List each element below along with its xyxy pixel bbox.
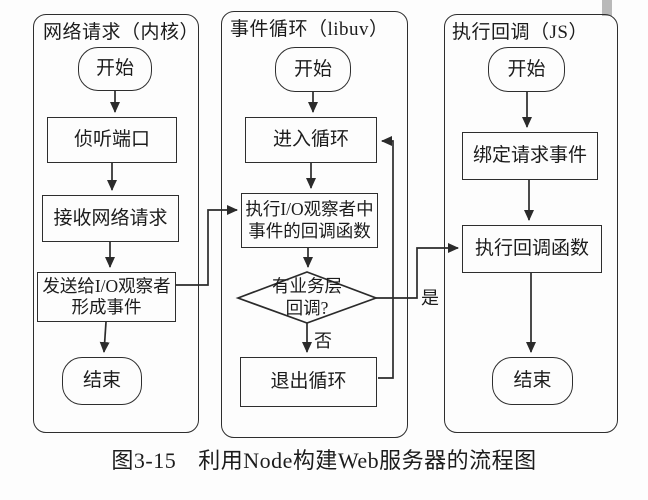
arrow-exit-loop-back-to-enter bbox=[378, 136, 394, 379]
node-bind-request-event: 绑定请求事件 bbox=[462, 132, 598, 180]
node-exit-loop: 退出循环 bbox=[240, 357, 377, 407]
panel-title-network-kernel: 网络请求（内核） bbox=[43, 22, 200, 43]
node-start-loop: 开始 bbox=[275, 47, 351, 92]
panel-title-execute-callback: 执行回调（JS） bbox=[452, 22, 588, 43]
panel-title-event-loop: 事件循环（libuv） bbox=[230, 19, 389, 40]
label-no: 否 bbox=[314, 331, 332, 351]
node-listen-port: 侦听端口 bbox=[47, 117, 177, 163]
node-exec-callback: 执行回调函数 bbox=[462, 225, 602, 273]
figure-number: 图3-15 bbox=[111, 448, 177, 473]
arrow-send-to-end bbox=[99, 321, 110, 353]
panel-execute-callback bbox=[444, 14, 618, 433]
decision-diamond-shape bbox=[235, 271, 379, 324]
node-receive-request: 接收网络请求 bbox=[42, 195, 179, 242]
panel-network-kernel bbox=[33, 14, 199, 433]
arrow-send-to-exec-io-cross bbox=[176, 205, 238, 286]
scan-artifact bbox=[602, 0, 612, 16]
node-start-kernel: 开始 bbox=[78, 47, 152, 91]
node-enter-loop: 进入循环 bbox=[245, 117, 377, 163]
figure-title: 利用Node构建Web服务器的流程图 bbox=[198, 448, 537, 473]
node-decision-business-callback: 有业务层 回调? bbox=[272, 276, 342, 318]
panel-event-loop bbox=[221, 11, 408, 438]
node-send-io-observer: 发送给I/O观察者 形成事件 bbox=[37, 272, 176, 322]
node-start-js: 开始 bbox=[488, 47, 565, 92]
figure-caption: 图3-15 利用Node构建Web服务器的流程图 bbox=[0, 443, 648, 475]
arrow-decision-yes-to-exec-cb-cross bbox=[376, 243, 459, 299]
node-exec-io-callbacks: 执行I/O观察者中 事件的回调函数 bbox=[241, 193, 378, 248]
node-end-kernel: 结束 bbox=[62, 357, 142, 405]
node-end-js: 结束 bbox=[492, 357, 573, 405]
label-yes: 是 bbox=[421, 288, 439, 308]
